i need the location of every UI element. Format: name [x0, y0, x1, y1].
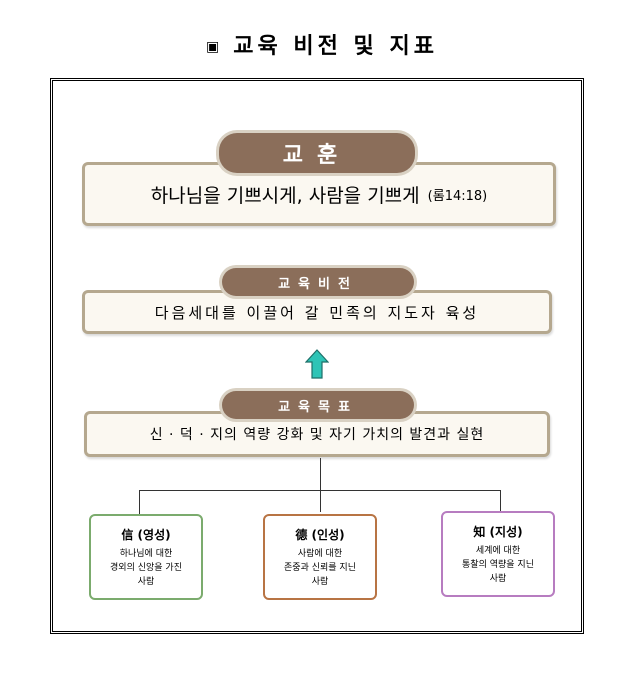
- pillar-intellect: 知 (지성) 세계에 대한 통찰의 역량을 지닌 사람: [441, 511, 555, 597]
- pillar-spirituality-body: 하나님에 대한 경외의 신앙을 가진 사람: [110, 547, 182, 589]
- pillar-intellect-body: 세계에 대한 통찰의 역량을 지닌 사람: [462, 544, 534, 586]
- page-title: ▣ 교육 비전 및 지표: [0, 28, 644, 60]
- pillar-line: 사람에 대한: [297, 548, 343, 559]
- page-title-text: 교육 비전 및 지표: [233, 34, 438, 59]
- pillar-character: 德 (인성) 사람에 대한 존중과 신뢰를 지닌 사람: [263, 514, 377, 600]
- pillar-character-body: 사람에 대한 존중과 신뢰를 지닌 사람: [284, 547, 356, 589]
- motto-text: 하나님을 기쁘시게, 사람을 기쁘게: [150, 184, 420, 207]
- pillar-line: 사람: [489, 573, 507, 584]
- goal-label: 교육목표: [222, 391, 414, 419]
- pillar-line: 존중과 신뢰를 지닌: [284, 562, 356, 573]
- pillar-spirituality: 信 (영성) 하나님에 대한 경외의 신앙을 가진 사람: [89, 514, 203, 600]
- pillar-line: 경외의 신앙을 가진: [110, 562, 182, 573]
- vision-label: 교육비전: [222, 268, 414, 296]
- pillar-line: 하나님에 대한: [119, 548, 173, 559]
- up-arrow-icon: [305, 349, 329, 379]
- pillar-character-head: 德 (인성): [295, 527, 345, 542]
- pillar-line: 사람: [137, 576, 155, 587]
- motto-label: 교훈: [219, 133, 415, 173]
- connector-branch: [139, 490, 501, 491]
- square-marker-icon: ▣: [206, 39, 220, 55]
- vision-band: 다음세대를 이끌어 갈 민족의 지도자 육성: [82, 290, 552, 334]
- goal-text: 신 · 덕 · 지의 역량 강화 및 자기 가치의 발견과 실현: [149, 427, 485, 443]
- pillar-spirituality-head: 信 (영성): [121, 527, 171, 542]
- motto-reference: (롬14:18): [427, 188, 488, 204]
- pillar-line: 통찰의 역량을 지닌: [462, 559, 534, 570]
- connector-left: [139, 490, 140, 514]
- pillar-line: 사람: [311, 576, 329, 587]
- connector-right: [500, 490, 501, 511]
- pillar-intellect-head: 知 (지성): [473, 524, 523, 539]
- pillar-line: 세계에 대한: [475, 545, 521, 556]
- connector-trunk: [320, 458, 321, 512]
- diagram-frame: [50, 78, 584, 634]
- vision-text: 다음세대를 이끌어 갈 민족의 지도자 육성: [154, 303, 480, 322]
